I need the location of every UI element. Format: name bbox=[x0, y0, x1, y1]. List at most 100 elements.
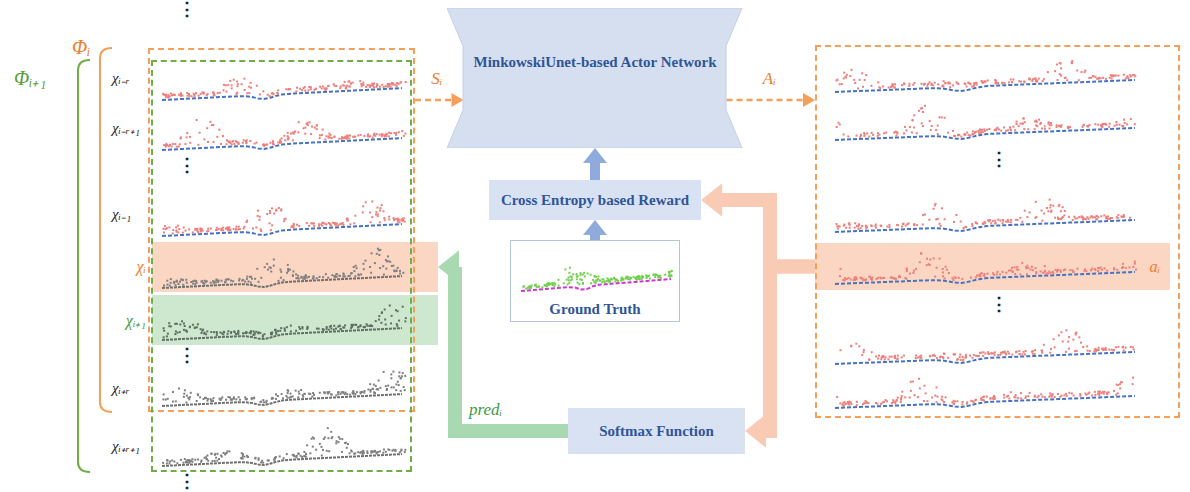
point bbox=[361, 85, 363, 87]
band-fill bbox=[152, 295, 438, 345]
point bbox=[318, 223, 320, 225]
point bbox=[206, 127, 208, 129]
point bbox=[203, 138, 205, 140]
point bbox=[166, 335, 168, 337]
point bbox=[269, 95, 271, 97]
point bbox=[185, 143, 187, 145]
point bbox=[1055, 269, 1057, 271]
point bbox=[374, 392, 376, 394]
point bbox=[1042, 80, 1044, 82]
point bbox=[200, 227, 202, 229]
point bbox=[1019, 353, 1021, 355]
point bbox=[1026, 216, 1028, 218]
point bbox=[257, 215, 259, 217]
point bbox=[892, 85, 894, 87]
point bbox=[948, 272, 950, 274]
point bbox=[200, 461, 202, 463]
point bbox=[271, 207, 273, 209]
point bbox=[221, 396, 223, 398]
point bbox=[1035, 267, 1037, 269]
point bbox=[1047, 71, 1049, 73]
point bbox=[1057, 269, 1059, 271]
point bbox=[220, 143, 222, 145]
point bbox=[302, 327, 304, 329]
point bbox=[243, 78, 245, 80]
point bbox=[356, 391, 358, 393]
point bbox=[212, 280, 214, 282]
point bbox=[348, 86, 350, 88]
point bbox=[868, 359, 870, 361]
point bbox=[372, 137, 374, 139]
point bbox=[264, 144, 266, 146]
point bbox=[1117, 75, 1119, 77]
point bbox=[960, 136, 962, 138]
point bbox=[937, 133, 939, 135]
point bbox=[272, 142, 274, 144]
point bbox=[942, 272, 944, 274]
point bbox=[191, 95, 193, 97]
point bbox=[308, 225, 310, 227]
point bbox=[1000, 130, 1002, 132]
point bbox=[994, 129, 996, 131]
point bbox=[345, 442, 347, 444]
point bbox=[1094, 269, 1096, 271]
point bbox=[896, 135, 898, 137]
point bbox=[399, 273, 401, 275]
point bbox=[1007, 351, 1009, 353]
point bbox=[287, 264, 289, 266]
point bbox=[372, 388, 374, 390]
point bbox=[400, 449, 402, 451]
point bbox=[197, 393, 199, 395]
point bbox=[396, 270, 398, 272]
point bbox=[1123, 74, 1125, 76]
point bbox=[404, 320, 406, 322]
point bbox=[400, 377, 402, 379]
point bbox=[975, 222, 977, 224]
point bbox=[230, 331, 232, 333]
point bbox=[973, 85, 975, 87]
point bbox=[373, 83, 375, 85]
point bbox=[225, 399, 227, 401]
point bbox=[178, 146, 180, 148]
point bbox=[888, 224, 890, 226]
point bbox=[200, 230, 202, 232]
point bbox=[378, 254, 380, 256]
point bbox=[357, 451, 359, 453]
point bbox=[866, 132, 868, 134]
point bbox=[230, 280, 232, 282]
point bbox=[243, 227, 245, 229]
point bbox=[930, 129, 932, 131]
point bbox=[1069, 126, 1071, 128]
point bbox=[1014, 273, 1016, 275]
point bbox=[1057, 79, 1059, 81]
point bbox=[1048, 123, 1050, 125]
point bbox=[1015, 351, 1017, 353]
point bbox=[301, 89, 303, 91]
point bbox=[918, 110, 920, 112]
point bbox=[216, 227, 218, 229]
point bbox=[859, 79, 861, 81]
point bbox=[1054, 217, 1056, 219]
point bbox=[984, 275, 986, 277]
point bbox=[290, 393, 292, 395]
point bbox=[975, 221, 977, 223]
point bbox=[398, 320, 400, 322]
point bbox=[229, 142, 231, 144]
point bbox=[266, 143, 268, 145]
point bbox=[280, 141, 282, 143]
point bbox=[1027, 267, 1029, 269]
point bbox=[316, 124, 318, 126]
point bbox=[846, 278, 848, 280]
point bbox=[836, 80, 838, 82]
point bbox=[363, 326, 365, 328]
point bbox=[213, 94, 215, 96]
point bbox=[880, 225, 882, 227]
point bbox=[295, 277, 297, 279]
point bbox=[1087, 125, 1089, 127]
point bbox=[1068, 216, 1070, 218]
point bbox=[229, 80, 231, 82]
point bbox=[205, 397, 207, 399]
point bbox=[169, 144, 171, 146]
point bbox=[236, 93, 238, 95]
point bbox=[371, 216, 373, 218]
